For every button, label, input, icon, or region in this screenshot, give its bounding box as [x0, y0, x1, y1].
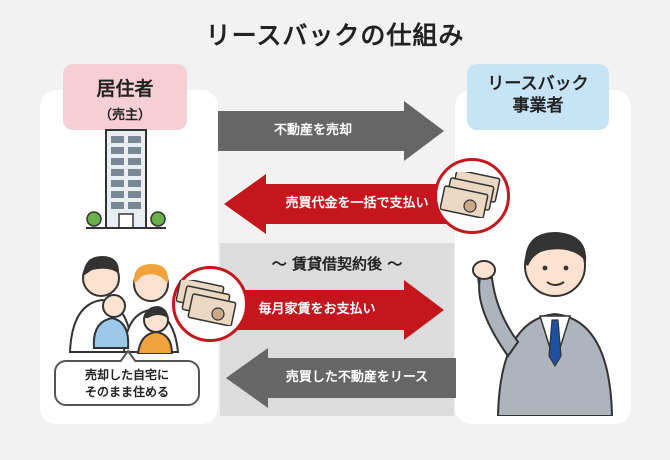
resident-tag: 居住者 （売主）	[63, 64, 187, 130]
arrow-pay-purchase-price	[224, 174, 456, 234]
arrow-pay-rent	[218, 280, 444, 340]
contract-label: ～ 賃貸借契約後 ～	[271, 255, 403, 273]
family-illustration	[68, 256, 180, 354]
banknotes-icon	[440, 172, 501, 218]
banknotes-icon	[176, 280, 237, 326]
apartment-building-icon	[86, 129, 166, 229]
arrow-pay-rent-label: 毎月家賃をお支払い	[258, 302, 376, 317]
speech-bubble-line2: そのまま住める	[84, 385, 169, 399]
arrow-sell-property-label: 不動産を売却	[273, 123, 352, 138]
resident-label: 居住者	[96, 78, 154, 100]
diagram-title: リースバックの仕組み	[205, 21, 465, 50]
resident-sublabel: （売主）	[98, 108, 151, 123]
speech-bubble: 売却した自宅に そのまま住める	[54, 360, 200, 406]
businessman-illustration	[472, 232, 614, 416]
business-tag: リースバック 事業者	[467, 64, 609, 130]
business-label-line1: リースバック	[487, 74, 589, 94]
business-label-line2: 事業者	[512, 96, 564, 116]
arrow-pay-purchase-price-label: 売買代金を一括で支払い	[285, 196, 429, 211]
arrow-lease-property	[226, 348, 456, 408]
arrow-sell-property	[218, 101, 444, 161]
speech-bubble-line1: 売却した自宅に	[84, 368, 169, 382]
arrow-lease-property-label: 売買した不動産をリース	[285, 370, 429, 385]
speech-bubble-tail	[119, 350, 137, 362]
